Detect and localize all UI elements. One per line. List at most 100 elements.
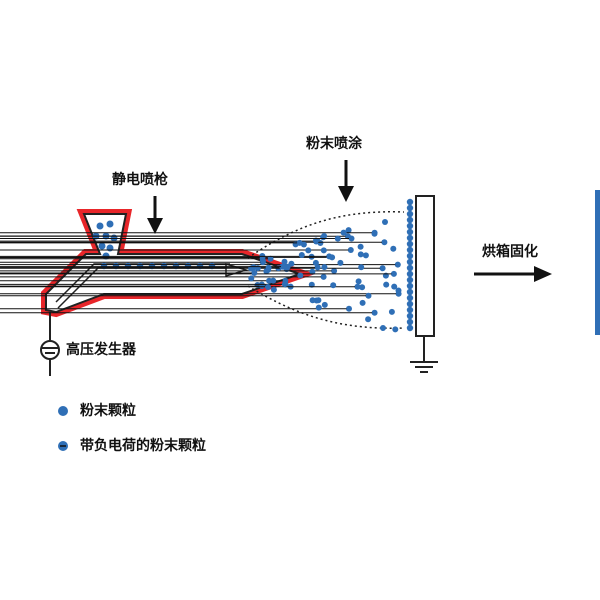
charged-powder-particle <box>281 281 288 288</box>
charged-powder-particle <box>305 247 312 254</box>
deposited-particle <box>406 318 414 326</box>
charged-powder-particle <box>347 247 354 253</box>
right-accent-bar <box>595 190 600 335</box>
charged-powder-particle <box>320 247 327 254</box>
generator-symbol <box>40 340 60 360</box>
charged-powder-particle <box>380 325 386 331</box>
charged-powder-particle <box>331 267 338 274</box>
charged-powder-particle <box>298 252 305 258</box>
deposited-particle <box>406 294 414 302</box>
charged-powder-particle <box>288 260 295 267</box>
charged-powder-particle <box>390 270 397 277</box>
deposited-particle <box>406 324 414 332</box>
deposited-particle <box>406 216 414 224</box>
legend-particle-marker <box>58 406 68 416</box>
powder-particle <box>98 242 106 250</box>
deposited-particle <box>406 198 414 206</box>
deposited-particle <box>406 234 414 242</box>
charged-powder-particle <box>346 305 352 312</box>
charged-powder-particle <box>392 326 399 333</box>
charged-powder-particle <box>321 301 328 308</box>
charged-powder-particle <box>297 272 304 279</box>
charged-powder-particle <box>309 268 316 275</box>
oven-cure-arrow <box>474 266 552 282</box>
deposited-particle <box>406 306 414 314</box>
charged-powder-particle <box>379 265 386 272</box>
charged-powder-particle <box>394 261 401 268</box>
deposited-particle <box>406 288 414 296</box>
spray-gun-label: 静电喷枪 <box>112 172 168 188</box>
hv-generator-wiring <box>40 312 60 376</box>
charged-powder-particle <box>354 283 361 290</box>
deposited-particle <box>406 240 414 248</box>
legend-charged-particle-label: 带负电荷的粉末颗粒 <box>80 438 206 454</box>
charged-powder-particle <box>388 308 395 315</box>
charged-powder-particle <box>330 282 337 289</box>
charged-powder-particle <box>281 258 288 265</box>
charged-powder-particle <box>270 286 277 293</box>
charged-powder-particle <box>383 281 390 288</box>
deposited-particle <box>406 222 414 230</box>
deposited-particle <box>406 228 414 236</box>
charged-powder-particle <box>254 265 261 272</box>
charged-powder-particle <box>365 316 372 323</box>
charged-powder-particle <box>390 245 397 252</box>
charged-powder-particle <box>314 264 321 271</box>
charged-powder-particle <box>334 235 341 242</box>
charged-powder-particle <box>355 278 362 285</box>
powder-particle <box>96 222 104 230</box>
charged-powder-particle <box>382 219 388 225</box>
charged-powder-particle <box>371 230 378 237</box>
charged-powder-particle <box>357 251 364 258</box>
charged-powder-particle <box>266 277 273 284</box>
charged-powder-particle <box>358 264 365 271</box>
charged-powder-particle <box>320 273 327 280</box>
deposited-particle <box>406 270 414 278</box>
deposited-particle <box>406 276 414 284</box>
charged-powder-particle <box>359 299 366 306</box>
charged-powder-particle <box>265 264 272 271</box>
workpiece-plate <box>415 195 435 337</box>
charged-powder-particle <box>371 309 378 316</box>
charged-powder-particle <box>381 239 388 246</box>
deposited-particle <box>406 204 414 212</box>
spray-gun-arrow <box>147 196 163 234</box>
charged-powder-particle <box>280 263 287 270</box>
powder-particle <box>106 220 114 228</box>
charged-powder-particle <box>315 304 322 311</box>
charged-powder-particle <box>312 259 319 266</box>
charged-powder-particle <box>348 235 355 242</box>
charged-powder-particle <box>265 284 271 290</box>
deposited-particle <box>406 264 414 272</box>
charged-powder-particle <box>357 243 364 250</box>
charged-powder-particle <box>321 264 328 271</box>
charged-powder-particle <box>345 227 352 234</box>
deposited-particle <box>406 312 414 320</box>
charged-powder-particle <box>337 259 344 266</box>
charged-powder-particle <box>259 259 266 266</box>
charged-powder-particle <box>359 284 366 291</box>
charged-powder-particle <box>309 297 316 304</box>
oven-cure-label: 烘箱固化 <box>482 244 538 260</box>
deposited-particle <box>406 210 414 218</box>
deposited-particle <box>406 258 414 266</box>
charged-powder-particle <box>395 290 402 297</box>
charged-powder-particle <box>317 240 324 246</box>
deposited-particle <box>406 300 414 308</box>
spray-cloud-outline <box>247 211 405 329</box>
charged-powder-particle <box>340 229 347 236</box>
deposited-particle <box>406 252 414 260</box>
charged-powder-particle <box>296 239 303 246</box>
legend-particle-label: 粉末颗粒 <box>80 403 136 419</box>
charged-powder-particle <box>326 253 333 260</box>
charged-powder-particle <box>391 283 398 290</box>
charged-powder-particle <box>267 255 274 262</box>
deposited-particle <box>406 282 414 290</box>
hv-generator-label: 高压发生器 <box>66 342 136 358</box>
deposited-particle <box>406 246 414 254</box>
charged-powder-particle <box>251 270 258 276</box>
powder-spray-label: 粉末喷涂 <box>306 136 362 152</box>
powder-spray-arrow <box>338 160 354 202</box>
